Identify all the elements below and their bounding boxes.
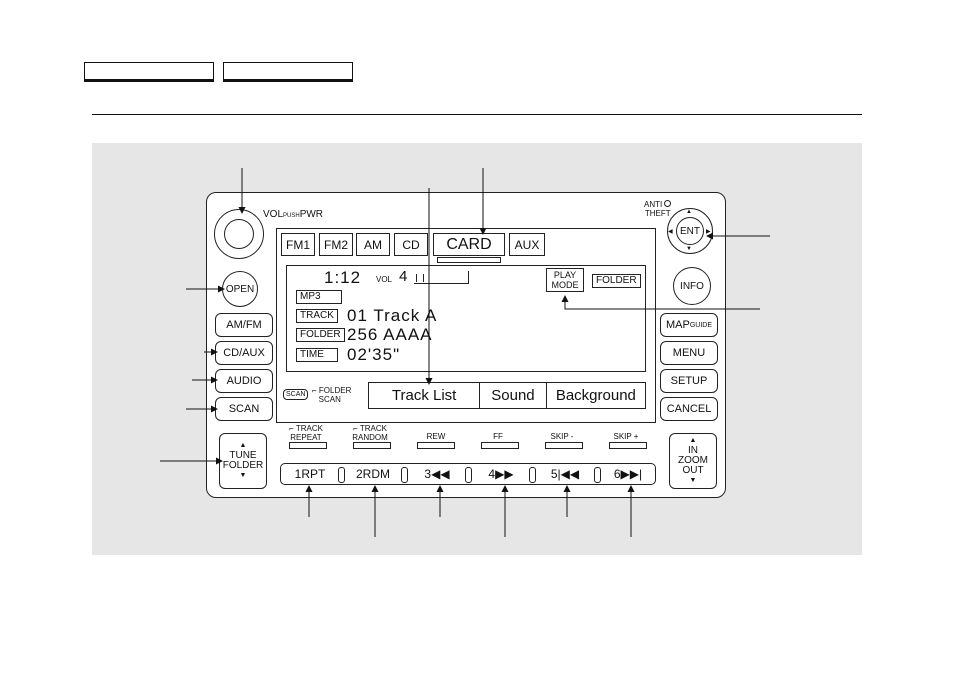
time-label: TIME: [296, 348, 338, 362]
audio-button[interactable]: AUDIO: [215, 369, 273, 393]
track-value: 01 Track A: [347, 306, 438, 325]
function-bar-6[interactable]: [609, 442, 647, 449]
ent-left-arrow-icon: ◀: [668, 229, 673, 235]
softkey-sound[interactable]: Sound: [480, 383, 547, 408]
tab-aux[interactable]: AUX: [509, 233, 545, 256]
volume-knob[interactable]: [214, 209, 264, 259]
volume-bar-icon: [414, 271, 469, 284]
ent-right-arrow-icon: ▶: [706, 229, 711, 235]
zoom-up-arrow-icon: ▲: [689, 437, 697, 444]
clock-display: 1:12: [324, 268, 362, 287]
preset-3-rew[interactable]: 3◀◀: [424, 467, 450, 481]
time-value: 02'35": [347, 345, 401, 364]
scan-button[interactable]: SCAN: [215, 397, 273, 421]
function-bar-2[interactable]: [353, 442, 391, 449]
function-bar-5[interactable]: [545, 442, 583, 449]
ent-up-arrow-icon: ▲: [686, 209, 692, 215]
info-button[interactable]: INFO: [673, 267, 711, 305]
am-fm-button[interactable]: AM/FM: [215, 313, 273, 337]
zoom-down-arrow-icon: ▼: [689, 477, 697, 484]
callout-play-mode: [561, 295, 760, 310]
scan-badge: SCAN: [283, 389, 309, 400]
volume-level-icon: [416, 274, 424, 282]
header-box-2: [223, 62, 353, 82]
tab-fm1[interactable]: FM1: [281, 233, 315, 256]
preset-2-rdm[interactable]: 2RDM: [355, 467, 390, 481]
anti-theft-label: ANTI THEFT: [644, 200, 672, 218]
mp3-badge: MP3: [296, 290, 342, 304]
softkey-track-list[interactable]: Track List: [369, 383, 481, 408]
menu-button[interactable]: MENU: [660, 341, 718, 365]
function-rew: REW: [426, 432, 446, 441]
volume-text: VOL: [376, 275, 393, 284]
preset-1-rpt[interactable]: 1RPT: [294, 467, 326, 481]
preset-6-skip-forward[interactable]: 6▶▶|: [613, 467, 643, 481]
function-skip-plus: SKIP +: [613, 432, 639, 441]
volume-knob-inner: [224, 219, 254, 249]
header-box-1: [84, 62, 214, 82]
folder-scan-label: ⌐ FOLDER SCAN: [312, 386, 352, 404]
tab-cd[interactable]: CD: [394, 233, 428, 256]
ent-joystick[interactable]: ENT: [667, 208, 713, 254]
tab-card[interactable]: CARD: [433, 233, 505, 256]
preset-separator: [594, 467, 601, 483]
tab-fm2[interactable]: FM2: [319, 233, 353, 256]
setup-button[interactable]: SETUP: [660, 369, 718, 393]
track-label: TRACK: [296, 309, 338, 323]
ent-down-arrow-icon: ▼: [686, 246, 692, 252]
folder-value: 256 AAAA: [347, 325, 433, 344]
function-ff: FF: [493, 432, 503, 441]
tune-down-arrow-icon: ▼: [239, 472, 247, 479]
cancel-button[interactable]: CANCEL: [660, 397, 718, 421]
softkey-bar: Track List Sound Background: [368, 382, 646, 409]
function-bar-1[interactable]: [289, 442, 327, 449]
preset-separator: [529, 467, 536, 483]
function-bar-4[interactable]: [481, 442, 519, 449]
preset-4-ff[interactable]: 4▶▶: [488, 467, 514, 481]
lcd-panel: [286, 265, 646, 372]
tune-folder-button[interactable]: ▲ TUNE FOLDER ▼: [219, 433, 267, 489]
preset-separator: [338, 467, 345, 483]
zoom-button[interactable]: ▲ IN ZOOM OUT ▼: [669, 433, 717, 489]
header-rule: [92, 114, 862, 115]
preset-separator: [465, 467, 472, 483]
open-button[interactable]: OPEN: [222, 271, 258, 307]
preset-separator: [401, 467, 408, 483]
folder-button[interactable]: FOLDER: [592, 274, 641, 288]
tab-card-underline: [437, 257, 501, 263]
folder-label: FOLDER: [296, 328, 345, 342]
function-skip-minus: SKIP -: [550, 432, 574, 441]
softkey-background[interactable]: Background: [555, 387, 636, 404]
function-bar-3[interactable]: [417, 442, 455, 449]
cd-aux-button[interactable]: CD/AUX: [215, 341, 273, 365]
preset-strip: [280, 463, 656, 485]
volume-label: VOLPUSHPWR: [263, 209, 324, 220]
preset-5-skip-back[interactable]: 5|◀◀: [550, 467, 580, 481]
volume-value: 4: [399, 268, 409, 285]
tune-up-arrow-icon: ▲: [239, 442, 247, 449]
tab-am[interactable]: AM: [356, 233, 390, 256]
ent-button[interactable]: ENT: [676, 217, 704, 245]
